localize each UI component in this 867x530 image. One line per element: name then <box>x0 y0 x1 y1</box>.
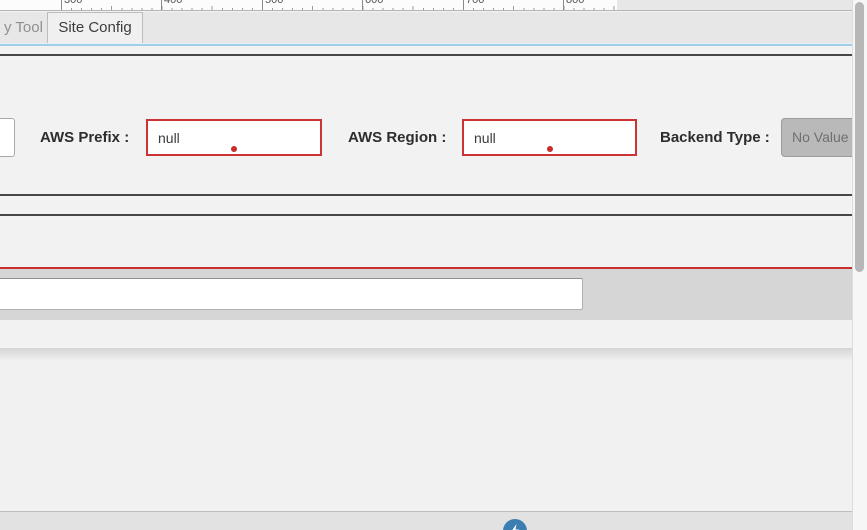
tab-bar: y Tool Site Config <box>0 12 852 43</box>
backend-type-value: No Value <box>792 129 849 145</box>
aws-region-label: AWS Region : <box>348 129 447 146</box>
aws-region-field-wrap <box>462 119 637 156</box>
ruler-tick: 400 <box>161 0 182 10</box>
vertical-scrollbar[interactable] <box>852 0 867 530</box>
aws-region-input[interactable] <box>462 119 637 156</box>
validation-error-dot-icon <box>546 146 553 152</box>
section-separator <box>0 54 852 56</box>
clipped-input-field[interactable] <box>0 118 15 157</box>
ruler-tick-label: 300 <box>64 0 83 6</box>
ruler-tick-label: 800 <box>566 0 585 6</box>
aws-prefix-input[interactable] <box>146 119 322 156</box>
accent-divider <box>0 43 852 46</box>
ruler-tick: 800 <box>563 0 584 10</box>
action-fab-button[interactable] <box>503 519 527 530</box>
backend-type-label: Backend Type : <box>660 129 770 146</box>
scrollbar-thumb[interactable] <box>855 2 864 272</box>
ruler-tick: 600 <box>362 0 383 10</box>
tab-tool-label: y Tool <box>4 19 43 36</box>
bottom-text-input[interactable] <box>0 278 583 310</box>
ruler-tick: 300 <box>61 0 82 10</box>
tab-site-config-label: Site Config <box>58 19 132 36</box>
ruler-tick-label: 700 <box>466 0 485 6</box>
highlighted-section-separator <box>0 267 852 269</box>
ruler-tick: 700 <box>463 0 484 10</box>
ruler-tick-label: 400 <box>164 0 183 6</box>
tab-tool[interactable]: y Tool <box>0 12 47 43</box>
ruler-tick-label: 600 <box>365 0 384 6</box>
ruler-tick: 500 <box>262 0 283 10</box>
validation-error-dot-icon <box>231 146 237 152</box>
horizontal-ruler: 300 400 500 600 700 800 <box>0 0 852 11</box>
lower-panel <box>0 348 852 511</box>
section-separator <box>0 194 852 196</box>
section-separator <box>0 214 852 216</box>
backend-type-value-box[interactable]: No Value <box>781 118 852 157</box>
aws-prefix-field-wrap <box>146 119 322 156</box>
lightning-icon <box>510 524 520 530</box>
bottom-bar <box>0 511 852 530</box>
aws-prefix-label: AWS Prefix : <box>40 129 130 146</box>
ruler-scale: 300 400 500 600 700 800 <box>0 0 617 10</box>
tab-site-config[interactable]: Site Config <box>47 12 143 43</box>
ruler-tick-label: 500 <box>265 0 284 6</box>
